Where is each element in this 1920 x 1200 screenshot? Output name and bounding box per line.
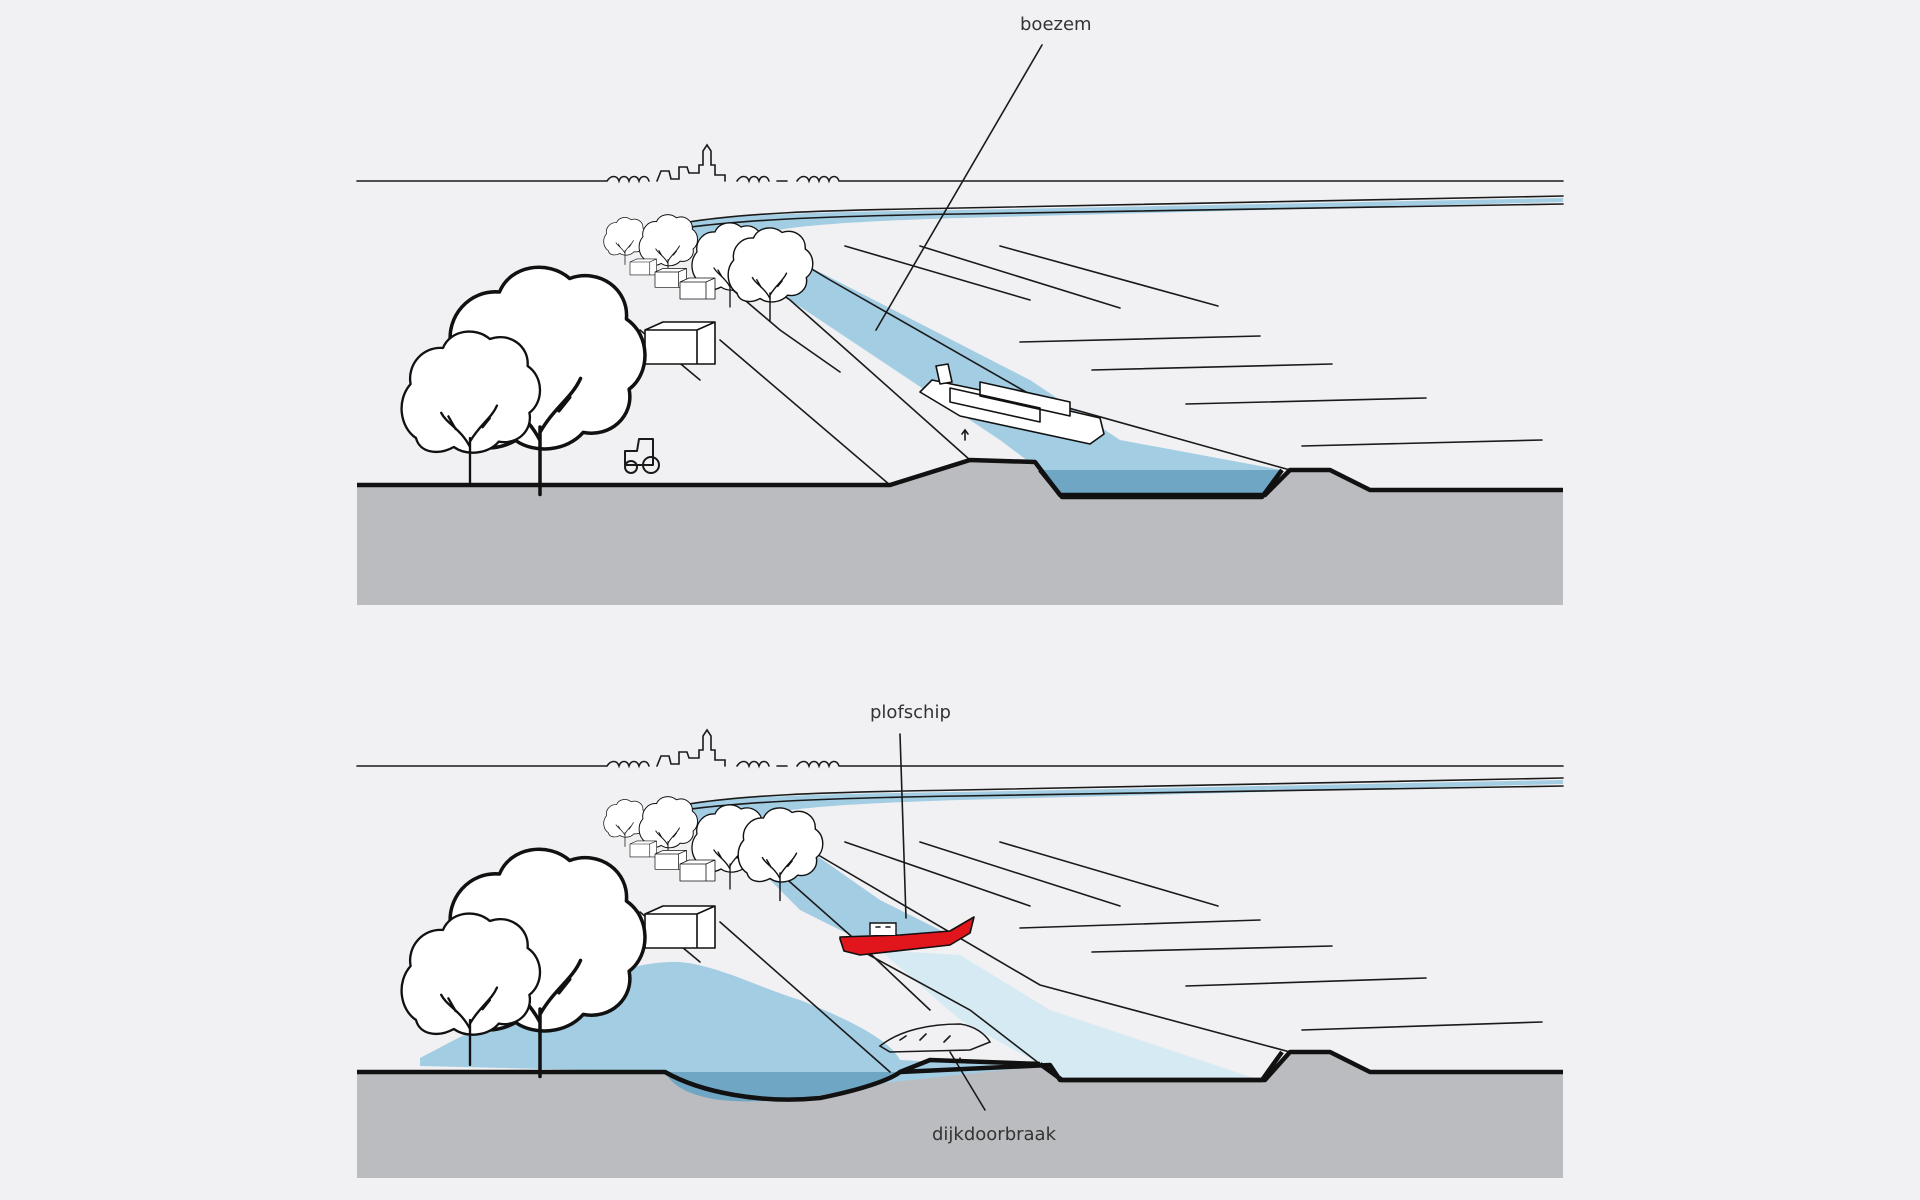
house-icon bbox=[679, 277, 716, 300]
ground-section bbox=[357, 1052, 1563, 1178]
ground-profile bbox=[357, 1049, 1563, 1102]
label-plofschip: plofschip bbox=[870, 702, 951, 723]
house-icon bbox=[629, 258, 657, 276]
town-skyline-icon bbox=[356, 144, 840, 182]
canal-water bbox=[655, 780, 1563, 950]
label-dijkdoorbraak: dijkdoorbraak bbox=[932, 1124, 1057, 1145]
dike-breach-rubble bbox=[878, 1023, 992, 1053]
house-icon bbox=[629, 840, 657, 858]
town-skyline-icon bbox=[356, 729, 840, 767]
top-panel: boezem bbox=[356, 14, 1564, 605]
bottom-panel: plofschip dijkdoorbraak bbox=[356, 702, 1564, 1178]
ship-icon bbox=[919, 363, 1105, 445]
plofschip-ship-icon bbox=[839, 916, 975, 956]
canal-water bbox=[655, 198, 1563, 470]
ground-section bbox=[357, 460, 1563, 605]
house-icon bbox=[644, 321, 716, 365]
tractor-icon bbox=[624, 438, 660, 474]
canal-water-section bbox=[1040, 470, 1282, 497]
house-icon bbox=[679, 859, 716, 882]
label-boezem: boezem bbox=[1020, 14, 1092, 35]
drained-canal bbox=[880, 950, 1260, 1080]
house-icon bbox=[644, 905, 716, 949]
tree-icon bbox=[400, 330, 542, 485]
